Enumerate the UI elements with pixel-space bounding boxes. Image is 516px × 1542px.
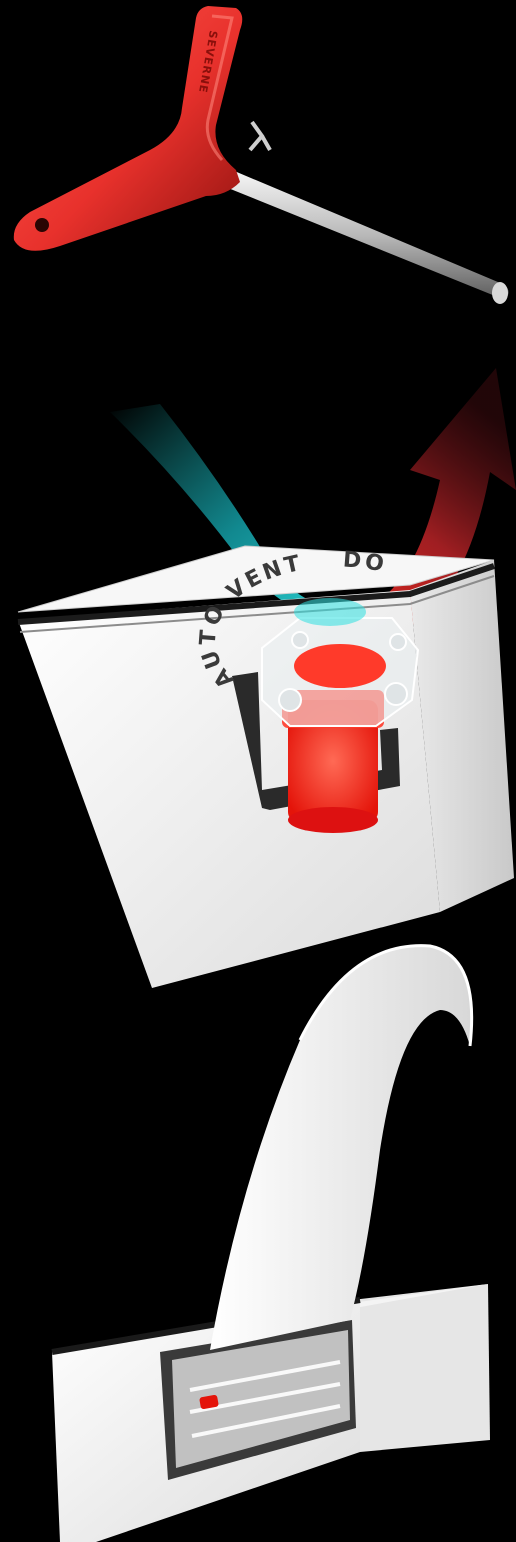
metal-rod: [228, 170, 509, 300]
screw-icon: [385, 683, 407, 705]
fin-assembly: [52, 946, 490, 1542]
fin-box-side: [352, 1284, 490, 1452]
rod-tip: [492, 282, 508, 304]
screw-icon: [292, 632, 308, 648]
screw-icon: [279, 689, 301, 711]
screw-icon: [390, 634, 406, 650]
t-tool: SEVERNE: [14, 6, 509, 304]
lanyard-hole: [35, 218, 49, 232]
board-cutaway: AUTO VENT DO: [18, 546, 514, 988]
valve-cap: [294, 644, 386, 688]
tool-clip: [250, 122, 270, 150]
fin: [210, 946, 472, 1350]
